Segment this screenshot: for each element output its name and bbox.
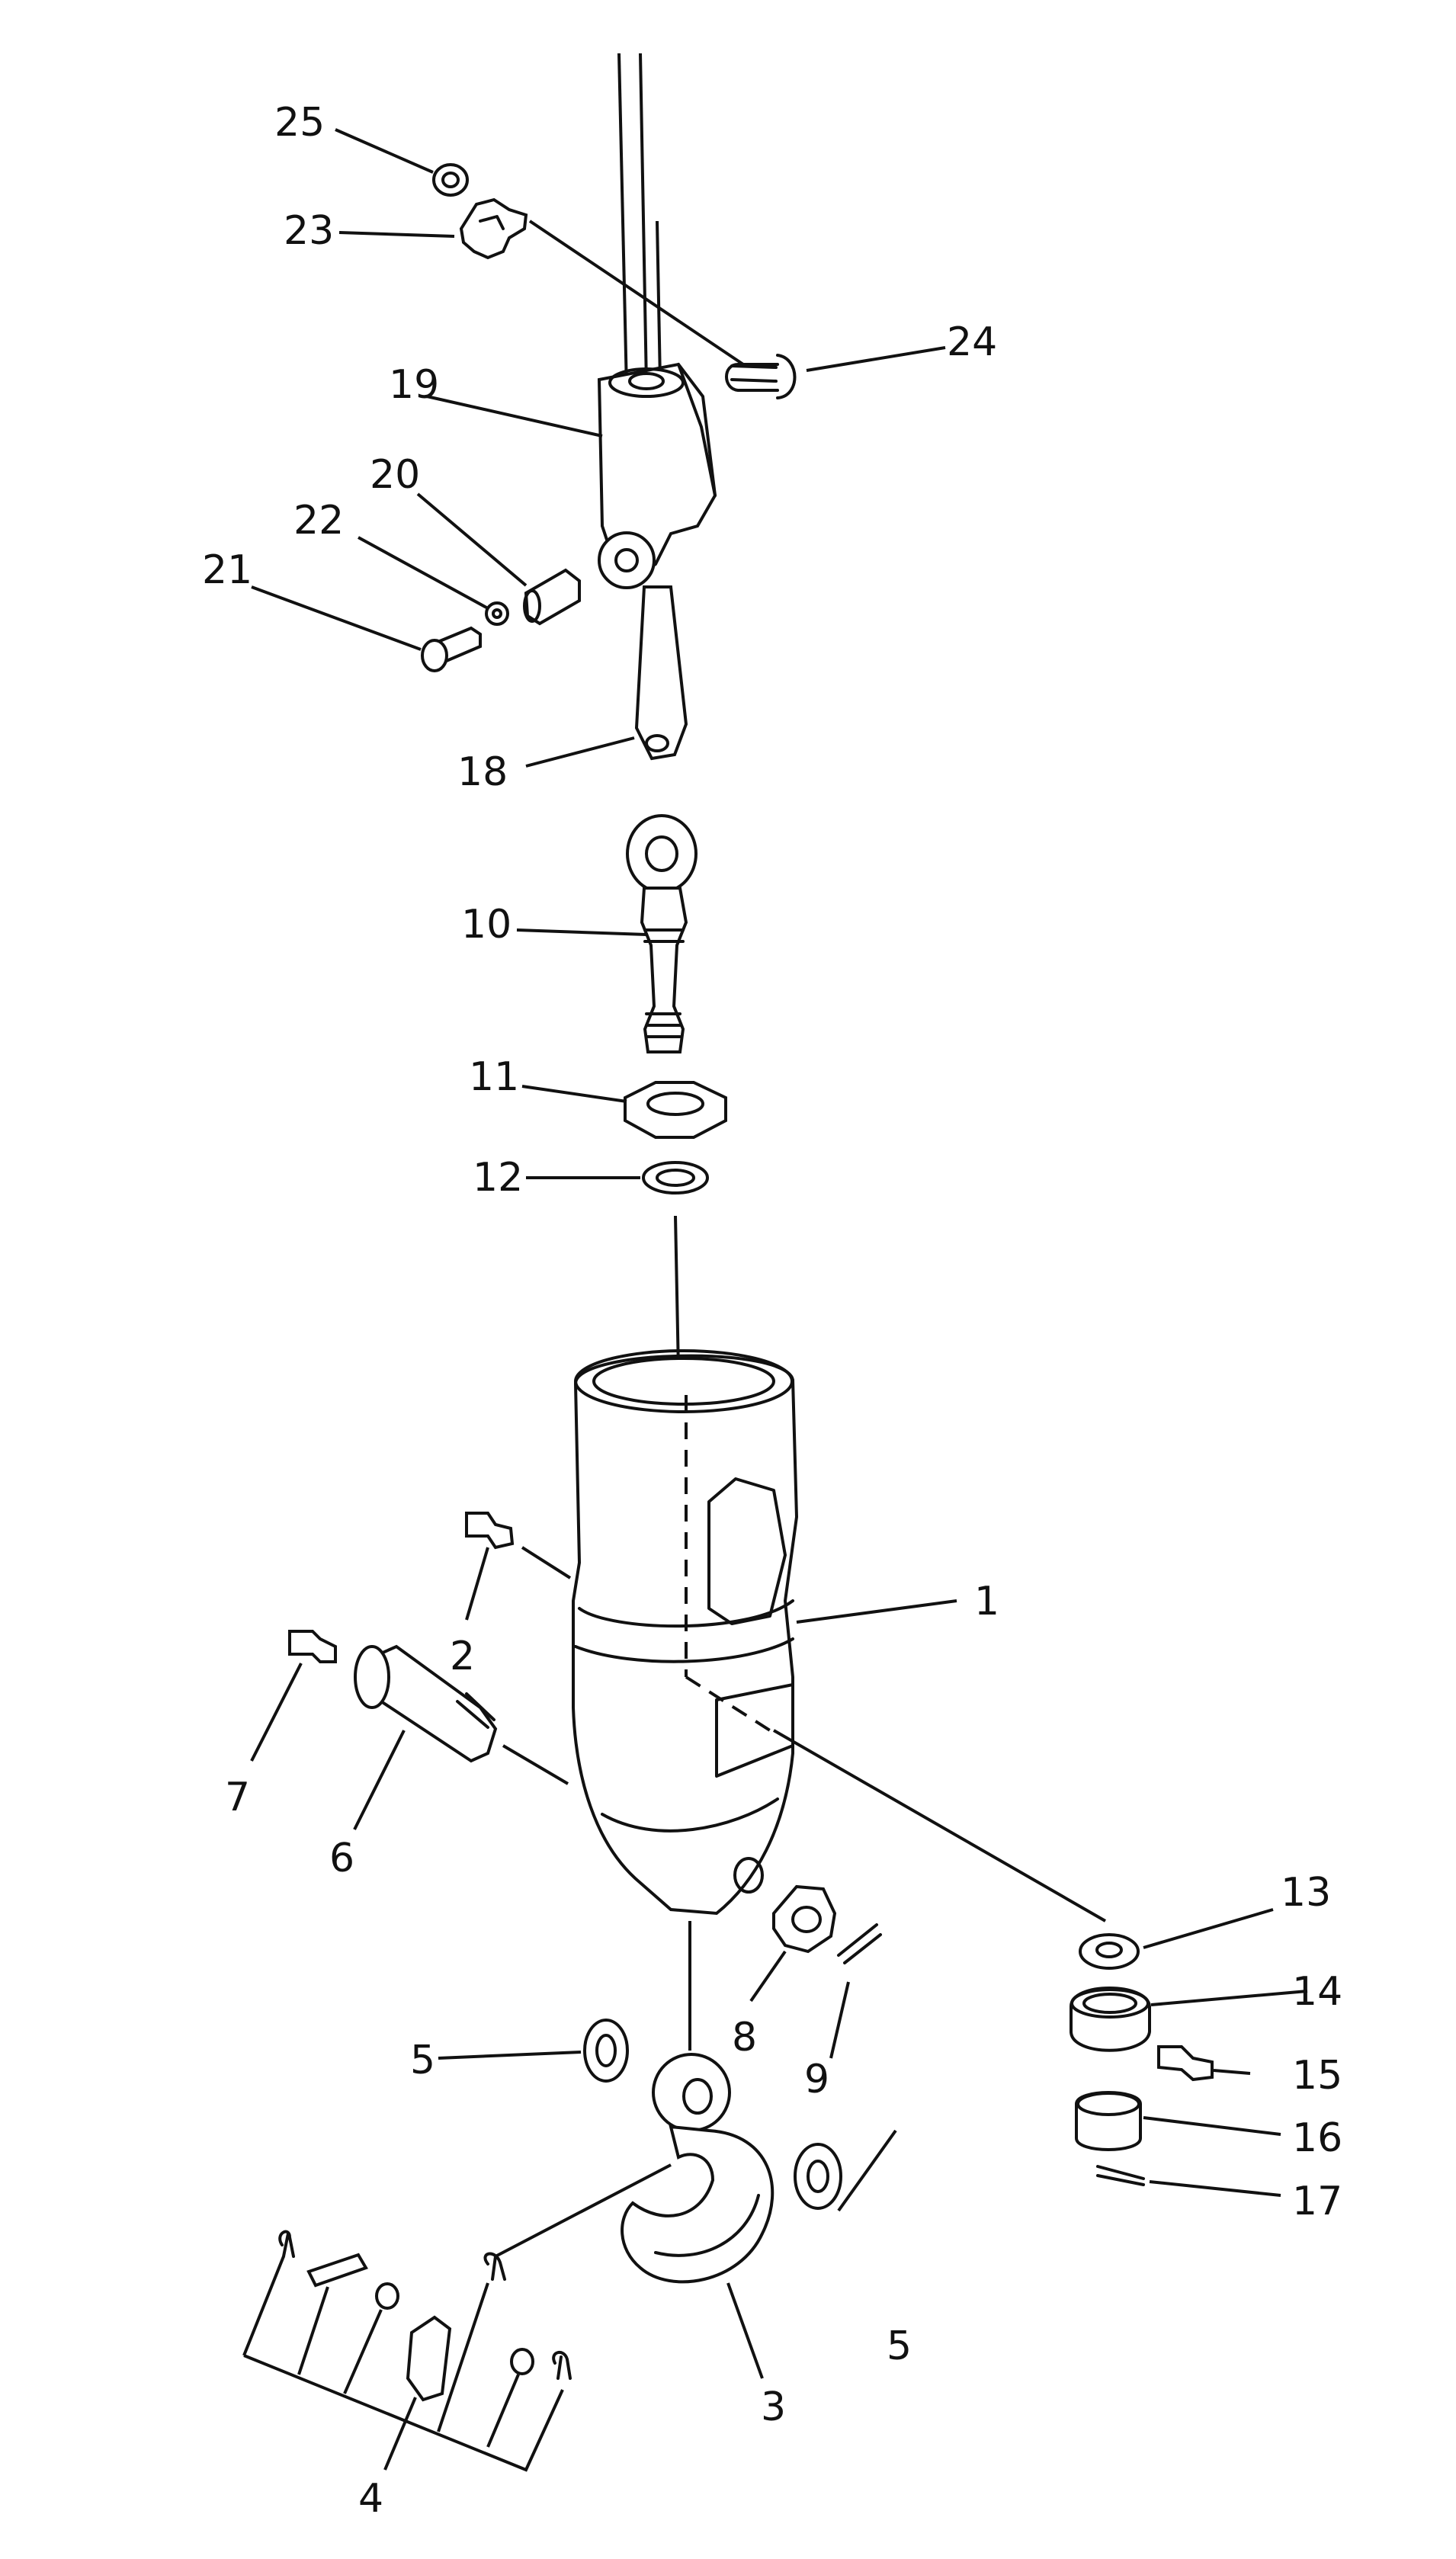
part-21-bolt: [421, 626, 482, 672]
part-4-latch-assembly: [242, 2230, 572, 2472]
part-2-grease-fitting: [465, 1512, 515, 1550]
part-3-hook: [621, 2053, 775, 2284]
callout-labels: 25 23 24 19 20 22 21 18 10 11 12 1 2 7 6…: [202, 100, 1342, 2522]
part-11-lock-nut: [624, 1081, 727, 1139]
callout-8: 8: [732, 2015, 757, 2060]
part-25-nut: [432, 163, 469, 197]
part-14-bushing: [1070, 1987, 1151, 2052]
callout-24: 24: [947, 319, 997, 365]
callout-6: 6: [329, 1836, 354, 1881]
part-16-nut: [1075, 2091, 1142, 2151]
callout-25: 25: [274, 100, 325, 146]
part-17-cotter-pin: [1096, 2165, 1145, 2186]
callout-16: 16: [1292, 2115, 1342, 2161]
callout-2: 2: [450, 1634, 475, 1679]
part-18-arm: [598, 531, 688, 761]
part-6-pin: [354, 1644, 498, 1763]
callout-4: 4: [358, 2476, 383, 2522]
part-24-u-bolt: [725, 354, 797, 399]
part-8-nut: [772, 1884, 837, 1954]
callout-5a: 5: [410, 2038, 435, 2083]
callout-11: 11: [469, 1054, 519, 1100]
part-20-pin: [523, 568, 581, 626]
callout-17: 17: [1292, 2179, 1342, 2224]
part-10-eye-bolt: [626, 814, 698, 1053]
part-5-washer: [794, 2143, 842, 2210]
callout-19: 19: [389, 362, 439, 408]
callout-14: 14: [1292, 1969, 1342, 2015]
callout-20: 20: [370, 452, 420, 498]
callout-22: 22: [293, 498, 344, 544]
callout-18: 18: [457, 749, 508, 795]
callout-7: 7: [225, 1775, 250, 1820]
callout-21: 21: [202, 547, 252, 593]
callout-12: 12: [473, 1155, 523, 1201]
part-22-washer: [485, 601, 509, 626]
part-23-clamp: [459, 197, 528, 260]
callout-13: 13: [1281, 1870, 1331, 1916]
callout-5b: 5: [887, 2323, 912, 2369]
callout-10: 10: [461, 902, 512, 948]
leader-lines: [250, 128, 1308, 2471]
cable: [617, 53, 662, 390]
part-7-grease-fitting: [288, 1630, 337, 1663]
part-1-hook-body: [572, 1349, 799, 1916]
part-9-cotter-pin: [837, 1923, 882, 1964]
callout-1: 1: [974, 1579, 999, 1624]
part-5-washer: [583, 2019, 629, 2083]
part-13-seal: [1079, 1933, 1140, 1970]
callout-3: 3: [761, 2384, 786, 2430]
part-12-washer: [642, 1161, 709, 1195]
part-15-grease-fitting: [1157, 2045, 1214, 2082]
callout-9: 9: [804, 2057, 829, 2102]
callout-15: 15: [1292, 2053, 1342, 2099]
callout-23: 23: [284, 208, 334, 254]
